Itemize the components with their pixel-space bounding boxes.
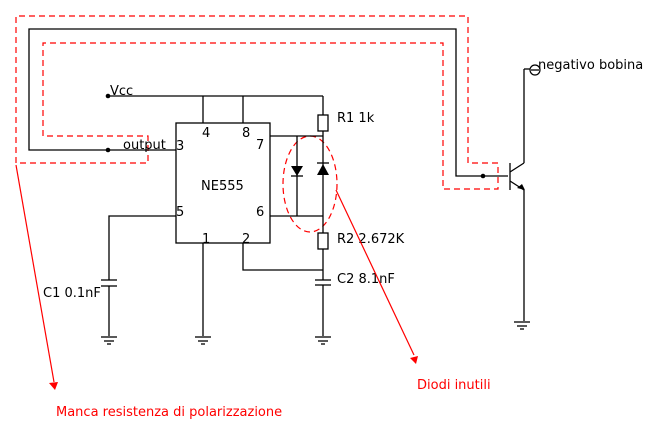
vcc-label: Vcc [110, 84, 133, 99]
pin5-wire [108, 215, 176, 280]
outer-highlight-path [15, 15, 499, 190]
diode1-down-icon [291, 166, 303, 176]
base-junction-dot [480, 173, 486, 179]
ground-icon-c2 [315, 336, 331, 345]
c2-label: C2 8.1nF [337, 272, 395, 287]
r2-label: R2 2.672K [337, 232, 405, 247]
output-label: output [123, 138, 166, 153]
pin-label-5: 5 [176, 205, 184, 220]
npn-transistor-icon [509, 69, 525, 321]
output-to-base-wire [28, 28, 508, 177]
coil-label: negativo bobina [538, 58, 643, 73]
r2-resistor [317, 232, 329, 250]
r1-label: R1 1k [337, 111, 375, 126]
output-terminal [105, 147, 111, 153]
arrowhead-useless-diodes [410, 356, 418, 364]
annotation-useless-diodes: Diodi inutili [417, 378, 491, 393]
arrow-missing-resistor [15, 164, 55, 383]
ground-icon-emitter [514, 321, 530, 330]
r1-resistor [317, 114, 329, 132]
pin-label-3: 3 [176, 139, 184, 154]
c1-label: C1 0.1nF [43, 286, 101, 301]
diode2-up-icon [317, 164, 329, 175]
pin-label-2: 2 [242, 232, 250, 247]
arrow-useless-diodes [335, 189, 415, 356]
ne555-chip [175, 122, 271, 244]
pin-label-4: 4 [202, 126, 210, 141]
ic-name: NE555 [201, 179, 244, 194]
pin2-wire [242, 243, 323, 271]
annotation-missing-resistor: Manca resistenza di polarizzazione [56, 405, 282, 420]
arrowhead-missing-resistor [49, 382, 58, 390]
pin-label-8: 8 [242, 126, 250, 141]
pin-label-6: 6 [256, 205, 264, 220]
ground-icon-pin1 [195, 336, 211, 345]
pin-label-1: 1 [202, 232, 210, 247]
diodes-highlight-ellipse [282, 135, 338, 233]
pin-label-7: 7 [256, 138, 264, 153]
vcc-terminal [105, 93, 111, 99]
ground-icon-c1 [101, 336, 117, 345]
